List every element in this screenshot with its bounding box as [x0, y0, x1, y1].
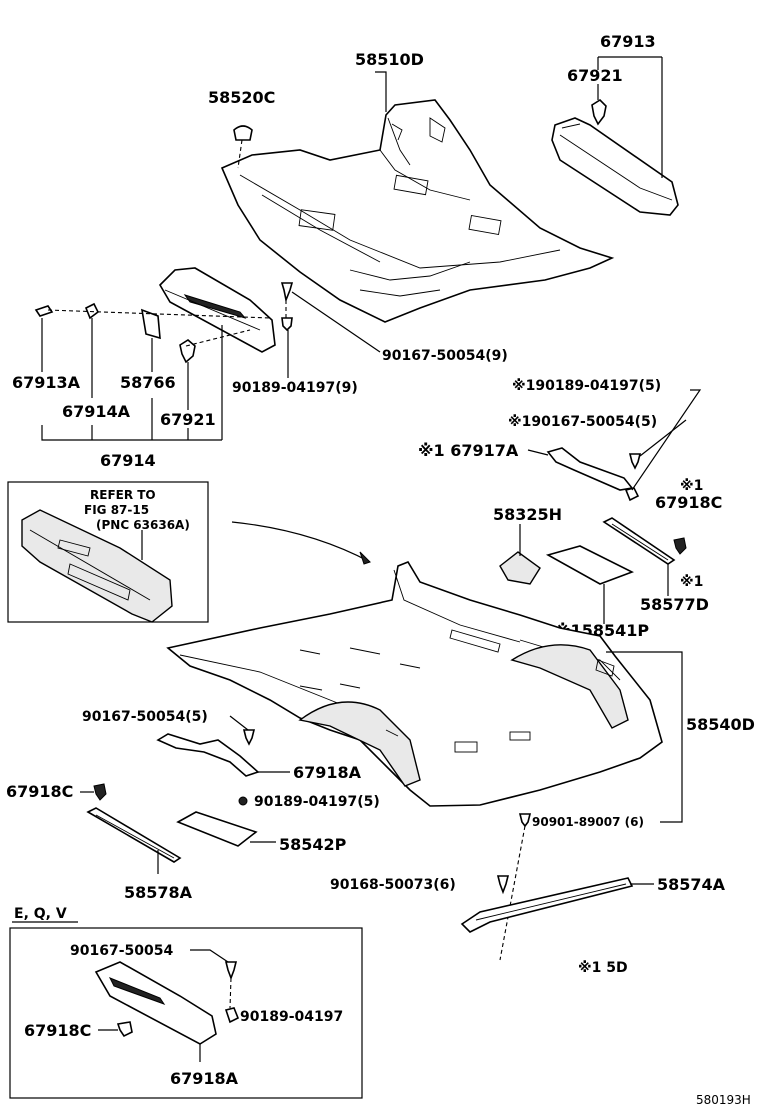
inset-box: [9, 927, 363, 1099]
label-90189-5-star: ※190189-04197(5): [512, 378, 661, 394]
clip-67914A: [84, 302, 100, 320]
screw-90167-9: [280, 282, 294, 303]
grommet-58520C: [233, 125, 253, 141]
refer-box: [7, 481, 209, 623]
sill-58574A: [460, 877, 634, 933]
label-67914A: 67914A: [62, 402, 131, 421]
screw-90189-9: [281, 317, 293, 332]
label-58542P: 58542P: [279, 835, 347, 854]
clip-67921-top: [591, 98, 607, 126]
label-67918C-left: 67918C: [6, 782, 73, 801]
dash-58520C: [237, 139, 243, 169]
label-90189-9: 90189-04197(9): [232, 380, 358, 396]
leader-58510D: [375, 71, 387, 112]
bracket-67917A: [546, 447, 634, 491]
label-58540D: 58540D: [686, 715, 755, 734]
scuff-plate-67913: [551, 117, 679, 216]
clip-67918C-right: [673, 537, 687, 555]
clip-67913A: [34, 305, 54, 317]
label-67914: 67914: [100, 451, 156, 470]
strip-58578A: [86, 807, 182, 863]
refer-arrowhead: [359, 551, 371, 565]
label-58577D-star: ※1: [680, 574, 703, 590]
label-67921-top: 67921: [567, 66, 623, 85]
clip-90189-5-mid: [238, 796, 248, 806]
label-90167-5-left: 90167-50054(5): [82, 709, 208, 725]
label-67913: 67913: [600, 32, 656, 51]
label-90167-9: 90167-50054(9): [382, 348, 508, 364]
inset-label-90189: 90189-04197: [240, 1009, 343, 1025]
leader-90189-5-star: [631, 389, 702, 491]
leader-67914-bracket: [41, 425, 222, 441]
label-58578A: 58578A: [124, 883, 193, 902]
diagram-code: 580193H: [696, 1093, 751, 1107]
leader-67917A: [527, 449, 549, 456]
inset-dash-90167: [229, 977, 232, 1009]
screw-90167-5-star: [628, 453, 642, 470]
label-67917A: ※1 67917A: [418, 441, 519, 460]
inset-screw-90167: [224, 961, 238, 981]
dash-clips-row: [47, 309, 271, 319]
insulator-58541P: [545, 545, 634, 585]
pad-58766: [140, 308, 161, 340]
inset-bracket-67918A: [94, 961, 217, 1045]
label-58574A: 58574A: [657, 875, 726, 894]
refer-arrow: [231, 521, 371, 563]
refer-line1: REFER TO: [90, 488, 156, 502]
pad-58325H: [499, 551, 541, 585]
scuff-plate-67914: [158, 267, 276, 353]
inset-label-67918C: 67918C: [24, 1021, 91, 1040]
label-90167-5-star: ※190167-50054(5): [508, 414, 657, 430]
clip-90189-5-star: [624, 487, 640, 502]
clip-90901-6: [518, 813, 532, 828]
leader-58540D-bracket: [606, 651, 683, 823]
screw-90167-5-left: [242, 729, 256, 746]
clip-67918C-left: [93, 783, 107, 801]
inset-clip-67918C: [116, 1021, 133, 1038]
main-floor-carpet: [166, 561, 663, 807]
clip-67921-left: [179, 339, 196, 364]
label-67918C-right: 67918C: [655, 493, 722, 512]
insulator-58542P: [176, 811, 258, 847]
leader-90167-9: [291, 291, 381, 353]
front-floor-carpet: [220, 99, 615, 323]
inset-leader-90167: [190, 949, 229, 963]
label-90901-6: 90901-89007 (6): [532, 815, 644, 829]
inset-label-90167: 90167-50054: [70, 943, 173, 959]
label-58325H: 58325H: [493, 505, 562, 524]
bracket-67918A-mid: [156, 733, 260, 777]
inset-clip-90189: [224, 1007, 240, 1024]
label-67918C-star: ※1: [680, 478, 703, 494]
label-58766: 58766: [120, 373, 176, 392]
note-5d: ※1 5D: [578, 960, 628, 976]
strip-58577D: [602, 517, 676, 565]
label-58520C: 58520C: [208, 88, 275, 107]
label-58510D: 58510D: [355, 50, 424, 69]
dash-clip-67921: [185, 329, 251, 347]
refer-line2: FIG 87-15: [84, 503, 149, 517]
leader-90167-5-star: [639, 419, 687, 457]
refer-line3: (PNC 63636A): [96, 518, 190, 532]
label-90189-5-mid: 90189-04197(5): [254, 794, 380, 810]
label-67918A-mid: 67918A: [293, 763, 362, 782]
label-90168-6: 90168-50073(6): [330, 877, 456, 893]
dash-90901: [499, 825, 526, 961]
label-67913A: 67913A: [12, 373, 81, 392]
leader-90167-5-left: [229, 715, 249, 731]
label-67921-left: 67921: [160, 410, 216, 429]
label-variant-eqv: E, Q, V: [14, 906, 67, 922]
screw-90168-6: [496, 875, 510, 895]
inset-label-67918A: 67918A: [170, 1069, 239, 1088]
label-58577D: 58577D: [640, 595, 709, 614]
